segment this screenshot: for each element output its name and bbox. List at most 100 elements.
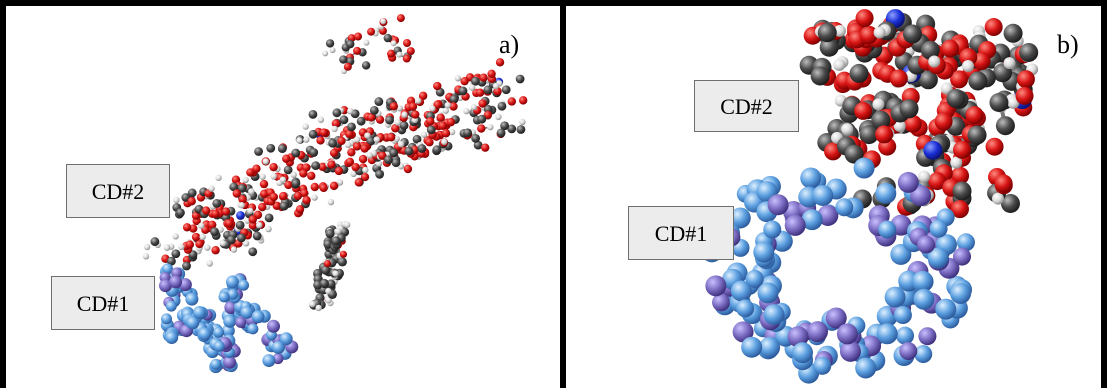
carbon-atom <box>167 256 176 266</box>
hydrogen-atom <box>833 58 846 71</box>
carbon-atom <box>389 148 399 158</box>
hydrogen-atom <box>238 202 245 209</box>
carbon-atom <box>1003 23 1023 43</box>
cd1-atom <box>935 298 957 320</box>
oxygen-atom <box>360 144 369 153</box>
carbon-atom <box>432 145 442 155</box>
hydrogen-atom <box>429 105 436 112</box>
cd1-atom <box>745 269 764 288</box>
carbon-atom <box>995 116 1015 136</box>
hydrogen-atom <box>375 160 383 167</box>
hydrogen-atom <box>420 131 428 138</box>
hydrogen-atom <box>262 158 269 165</box>
cd1-atom <box>825 307 847 329</box>
hydrogen-atom <box>256 221 263 229</box>
oxygen-atom <box>248 221 258 230</box>
oxygen-atom <box>319 183 328 193</box>
carbon-atom <box>339 115 349 125</box>
oxygen-atom <box>477 124 486 133</box>
oxygen-atom <box>345 157 355 167</box>
carbon-atom <box>291 178 301 188</box>
hydrogen-atom <box>362 166 369 174</box>
oxygen-atom <box>495 58 505 67</box>
hydrogen-atom <box>247 207 254 215</box>
carbon-atom <box>404 146 414 156</box>
oxygen-atom <box>953 140 972 159</box>
cd1-atom <box>266 319 280 333</box>
oxygen-atom <box>284 180 293 190</box>
oxygen-atom <box>408 102 418 111</box>
carbon-atom <box>229 182 239 192</box>
carbon-atom <box>500 121 510 131</box>
cd1-atom <box>897 171 919 193</box>
cd1-atom <box>952 247 971 266</box>
cd1-atom <box>914 345 933 364</box>
cd1-atom <box>800 167 822 189</box>
cd2-label-a: CD#2 <box>91 179 145 204</box>
oxygen-atom <box>403 164 413 174</box>
carbon-atom <box>449 94 459 104</box>
oxygen-atom <box>329 148 339 158</box>
oxygen-atom <box>252 164 261 173</box>
panel-b: b) CD#2 CD#1 <box>566 6 1101 388</box>
oxygen-atom <box>282 154 291 163</box>
oxygen-atom <box>481 143 490 152</box>
cd1-atom <box>836 323 858 345</box>
carbon-atom <box>946 88 966 108</box>
carbon-atom <box>356 116 366 126</box>
hydrogen-atom <box>364 132 371 139</box>
cd1-atom <box>247 323 259 335</box>
oxygen-atom <box>232 189 241 198</box>
carbon-atom <box>516 125 526 134</box>
hydrogen-atom <box>470 104 478 111</box>
carbon-atom <box>385 115 394 125</box>
hydrogen-atom <box>217 226 224 233</box>
cd1-atom <box>185 292 199 306</box>
oxygen-atom <box>1015 86 1034 105</box>
oxygen-atom <box>358 154 368 164</box>
hydrogen-atom <box>270 173 278 180</box>
oxygen-atom <box>389 102 399 111</box>
cd1-atom <box>918 327 937 346</box>
oxygen-atom <box>386 133 396 142</box>
oxygen-atom <box>367 27 376 36</box>
hydrogen-atom <box>204 244 211 251</box>
hydrogen-atom <box>442 107 449 114</box>
carbon-atom <box>326 279 336 289</box>
cd1-atom <box>221 324 235 338</box>
cd2-label-b: CD#2 <box>720 94 773 119</box>
carbon-atom <box>375 169 384 179</box>
nitrogen-atom <box>236 211 245 220</box>
hydrogen-atom <box>841 123 854 136</box>
carbon-atom <box>291 148 301 158</box>
hydrogen-atom <box>401 111 408 118</box>
carbon-atom <box>279 201 289 211</box>
panel-divider <box>560 0 566 388</box>
panel-b-label: b) <box>1057 30 1079 59</box>
carbon-atom <box>210 227 219 237</box>
carbon-atom <box>483 85 493 95</box>
cd1-atom <box>161 313 173 325</box>
oxygen-atom <box>187 197 196 206</box>
oxygen-atom <box>360 172 370 182</box>
oxygen-atom <box>433 100 442 109</box>
hydrogen-atom <box>334 228 342 235</box>
oxygen-atom <box>518 96 528 105</box>
carbon-atom <box>496 128 506 138</box>
carbon-atom <box>361 61 371 70</box>
oxygen-atom <box>965 106 984 125</box>
hydrogen-atom <box>325 296 332 304</box>
carbon-atom <box>369 105 379 115</box>
cd1-atom <box>835 198 854 217</box>
oxygen-atom <box>195 239 204 249</box>
carbon-atom <box>501 85 511 95</box>
carbon-atom <box>319 278 329 289</box>
carbon-atom <box>871 110 891 130</box>
cd1-atom <box>817 204 839 226</box>
carbon-atom <box>920 40 940 60</box>
cd1-atom <box>162 263 174 275</box>
cd2-label-box-a: CD#2 <box>66 164 170 218</box>
carbon-atom <box>1019 42 1039 62</box>
oxygen-atom <box>928 172 947 191</box>
hydrogen-atom <box>350 170 357 178</box>
